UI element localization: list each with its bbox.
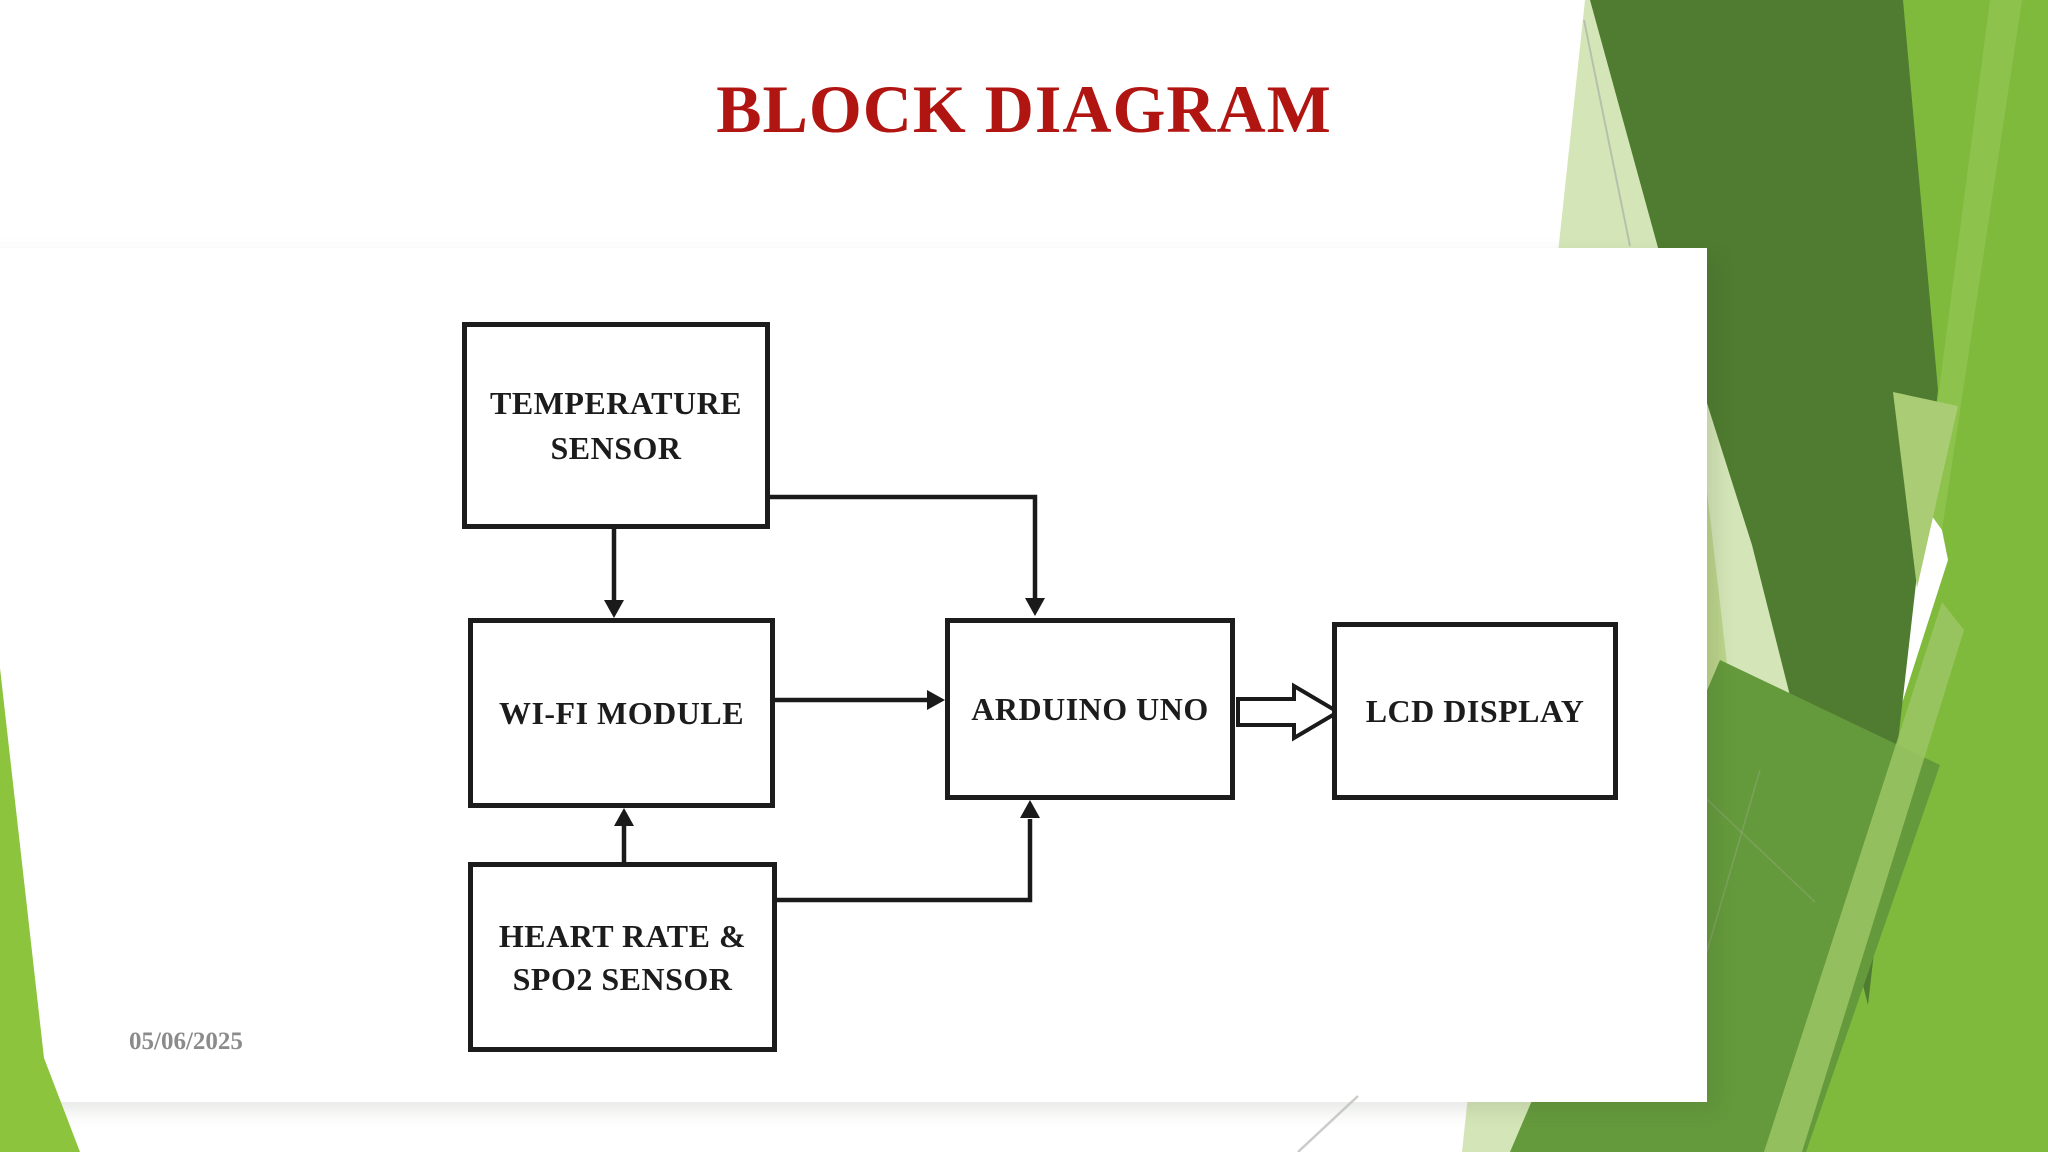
block-wifi-module: WI-FI MODULE bbox=[468, 618, 775, 808]
block-temperature-sensor: TEMPERATURE SENSOR bbox=[462, 322, 770, 529]
block-arduino-uno: ARDUINO UNO bbox=[945, 618, 1235, 800]
facet-shape-bright-seam bbox=[1924, 0, 2022, 530]
seam-hairline-2 bbox=[1697, 769, 1761, 983]
block-label-line: ARDUINO UNO bbox=[971, 691, 1209, 727]
block-label-line: SENSOR bbox=[550, 430, 682, 466]
block-label-line: TEMPERATURE bbox=[489, 385, 743, 421]
facet-shape-sage-wedge bbox=[1893, 392, 1958, 588]
block-lcd-display: LCD DISPLAY bbox=[1332, 622, 1618, 800]
block-label-line: SPO2 SENSOR bbox=[512, 960, 733, 997]
seam-hairline-1 bbox=[1696, 789, 1816, 903]
block-label-line: WI-FI MODULE bbox=[498, 695, 745, 731]
block-heart-rate-spo2-sensor: HEART RATE & SPO2 SENSOR bbox=[468, 862, 777, 1052]
slide-title: BLOCK DIAGRAM bbox=[716, 71, 1332, 147]
seam-line-top bbox=[1583, 19, 1631, 247]
block-label-line: LCD DISPLAY bbox=[1365, 693, 1585, 729]
facet-shape-light-strip bbox=[1764, 602, 1964, 1152]
block-label-line: HEART RATE & bbox=[498, 917, 747, 954]
slide-date: 05/06/2025 bbox=[129, 1028, 243, 1055]
